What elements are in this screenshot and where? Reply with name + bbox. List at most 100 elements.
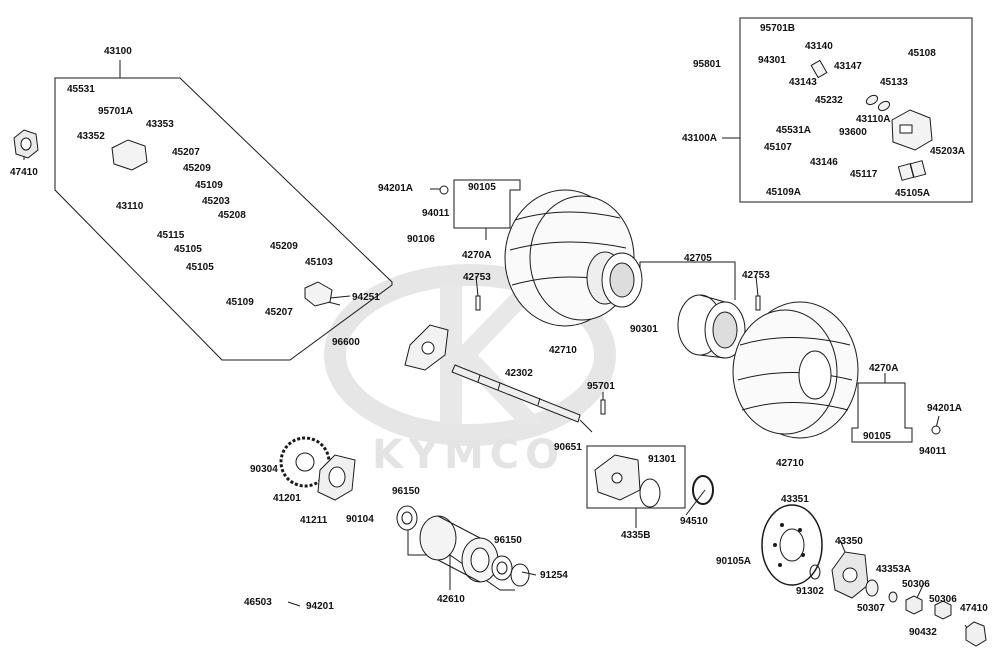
caliper-bracket bbox=[404, 324, 449, 371]
part-label: 90301 bbox=[630, 324, 658, 335]
part-label: 94011 bbox=[919, 446, 947, 457]
part-label: 45105 bbox=[174, 244, 202, 255]
part-label: 41201 bbox=[273, 493, 301, 504]
rim-right bbox=[677, 294, 746, 359]
part-label: 90105A bbox=[716, 556, 752, 567]
bearing-right bbox=[491, 555, 513, 581]
part-label: 43146 bbox=[810, 157, 838, 168]
tire-left bbox=[504, 189, 643, 327]
brake-caliper-rh bbox=[810, 59, 933, 181]
part-label: 94201A bbox=[927, 403, 963, 414]
part-label: 91254 bbox=[540, 570, 568, 581]
part-label: 45203A bbox=[930, 146, 966, 157]
part-label: 41211 bbox=[300, 515, 328, 526]
part-label: 4270A bbox=[869, 363, 899, 374]
brake-caliper-lh bbox=[111, 139, 333, 307]
part-label: 42610 bbox=[437, 594, 465, 605]
group-outline-43100 bbox=[54, 77, 393, 361]
small-hardware bbox=[439, 185, 941, 435]
part-label: 43147 bbox=[834, 61, 862, 72]
part-label: 93600 bbox=[839, 127, 867, 138]
part-label: 90104 bbox=[346, 514, 374, 525]
part-label: 43351 bbox=[781, 494, 809, 505]
part-label: 43353A bbox=[876, 564, 912, 575]
part-label: 45203 bbox=[202, 196, 230, 207]
part-label: 90105 bbox=[468, 182, 496, 193]
part-label: 90651 bbox=[554, 442, 582, 453]
part-label: 43350 bbox=[835, 536, 863, 547]
part-label: 45105 bbox=[186, 262, 214, 273]
part-label: 43353 bbox=[146, 119, 174, 130]
part-label: 43140 bbox=[805, 41, 833, 52]
tire-right bbox=[732, 301, 859, 439]
kymco-watermark-k bbox=[440, 285, 545, 425]
part-label: 45108 bbox=[908, 48, 936, 59]
group-outline-43100A bbox=[739, 17, 973, 203]
part-label: 94201 bbox=[306, 601, 334, 612]
part-label: 45115 bbox=[157, 230, 185, 241]
caliper-bracket-91301 bbox=[594, 454, 661, 508]
part-label: 45207 bbox=[172, 147, 200, 158]
sprocket-hub bbox=[317, 454, 356, 501]
part-label: 95801 bbox=[693, 59, 721, 70]
part-label: 45117 bbox=[850, 169, 878, 180]
part-label: 42302 bbox=[505, 368, 533, 379]
part-label: 42705 bbox=[684, 253, 712, 264]
part-label: 43352 bbox=[77, 131, 105, 142]
part-label: 43100A bbox=[682, 133, 718, 144]
bracket-42705 bbox=[639, 261, 736, 300]
part-label: 94301 bbox=[758, 55, 786, 66]
axle-housing bbox=[419, 515, 499, 583]
part-label: 45109A bbox=[766, 187, 802, 198]
part-label: 46503 bbox=[244, 597, 272, 608]
part-label: 50307 bbox=[857, 603, 885, 614]
part-label: 47410 bbox=[960, 603, 988, 614]
part-label: 94201A bbox=[378, 183, 414, 194]
part-label: 96600 bbox=[332, 337, 360, 348]
part-label: 94510 bbox=[680, 516, 708, 527]
part-label: 45207 bbox=[265, 307, 293, 318]
part-label: 45133 bbox=[880, 77, 908, 88]
part-label: 95701A bbox=[98, 106, 134, 117]
part-label: 45208 bbox=[218, 210, 246, 221]
part-label: 94011 bbox=[422, 208, 450, 219]
part-label: 96150 bbox=[392, 486, 420, 497]
part-label: 42753 bbox=[742, 270, 770, 281]
part-label: 90105 bbox=[863, 431, 891, 442]
part-label: 45109 bbox=[226, 297, 254, 308]
part-label: 90432 bbox=[909, 627, 937, 638]
part-label: 91301 bbox=[648, 454, 676, 465]
part-label: 4270A bbox=[462, 250, 492, 261]
part-label: 43100 bbox=[104, 46, 132, 57]
o-ring-94510 bbox=[692, 475, 714, 505]
nuts-and-washers bbox=[809, 564, 987, 647]
hub-nut-47410 bbox=[13, 129, 39, 159]
rear-sprocket bbox=[279, 436, 331, 488]
part-label: 94251 bbox=[352, 292, 380, 303]
part-label: 4335B bbox=[621, 530, 651, 541]
part-label: 91302 bbox=[796, 586, 824, 597]
group-outline-90105-top bbox=[453, 179, 521, 229]
part-label: 45105A bbox=[895, 188, 931, 199]
part-label: 45209 bbox=[183, 163, 211, 174]
seal-91254 bbox=[510, 563, 530, 587]
part-label: 45531 bbox=[67, 84, 95, 95]
part-label: 50306 bbox=[929, 594, 957, 605]
part-label: 95701 bbox=[587, 381, 615, 392]
part-label: 42710 bbox=[776, 458, 804, 469]
part-label: 90304 bbox=[250, 464, 278, 475]
part-label: 45109 bbox=[195, 180, 223, 191]
part-label: 96150 bbox=[494, 535, 522, 546]
part-label: 45209 bbox=[270, 241, 298, 252]
kymco-watermark-logo bbox=[324, 264, 616, 446]
part-label: 42710 bbox=[549, 345, 577, 356]
watermark-brand: KYMCO bbox=[372, 432, 566, 478]
part-label: 47410 bbox=[10, 167, 38, 178]
part-label: 43143 bbox=[789, 77, 817, 88]
part-label: 43110A bbox=[856, 114, 891, 125]
bearing-left bbox=[396, 505, 418, 531]
part-label: 43110 bbox=[116, 201, 144, 212]
rear-axle bbox=[451, 364, 581, 423]
